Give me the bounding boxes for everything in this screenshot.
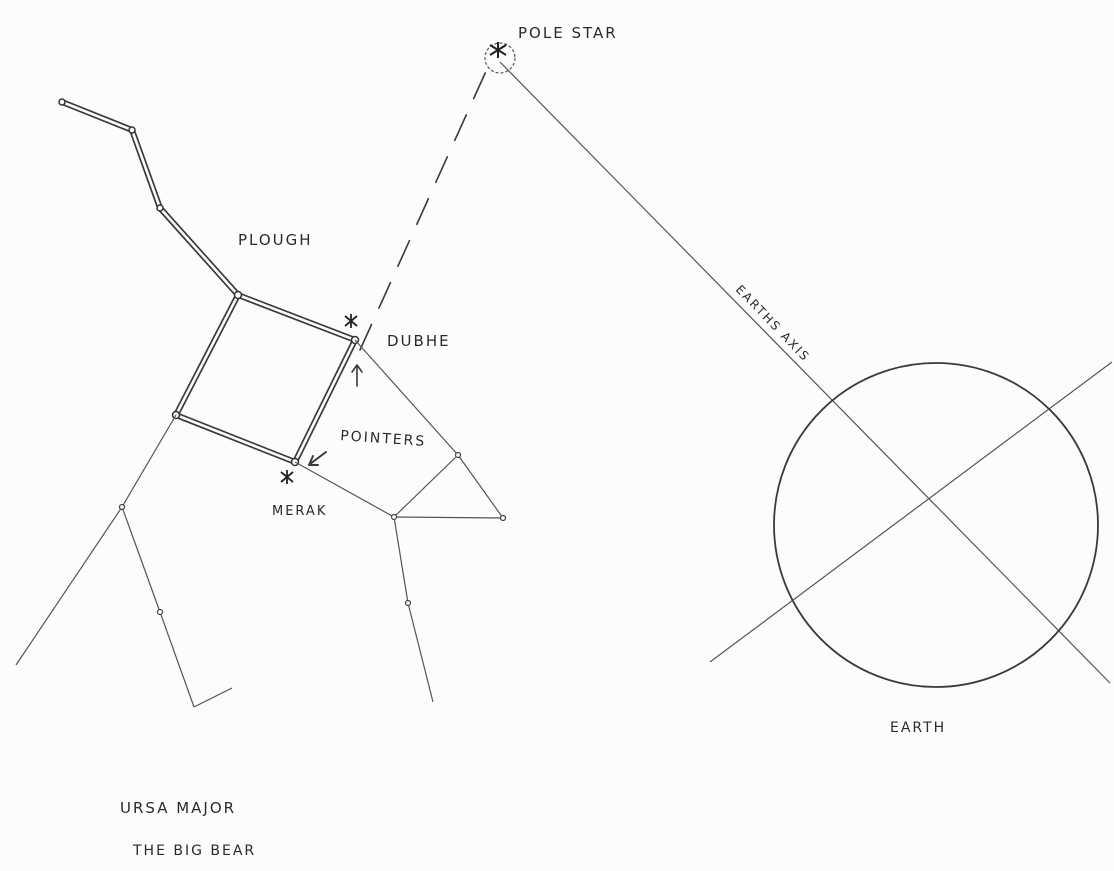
merak-label: MERAK: [272, 504, 327, 519]
pointers-label: POINTERS: [340, 428, 427, 450]
star-asterisk-icon: [345, 314, 357, 328]
leg-joints: [120, 453, 506, 615]
plough-label: PLOUGH: [238, 231, 313, 249]
earth-circle: [774, 363, 1098, 687]
earths-axis-label: EARTHS AXIS: [733, 282, 813, 364]
plough-handle: [62, 102, 238, 295]
arrow-icon: [352, 365, 362, 386]
earth-axis-line: [500, 62, 1110, 683]
star-joints: [59, 99, 359, 466]
arrow-icon: [309, 452, 326, 465]
plough-bowl: [176, 295, 355, 462]
bear-legs: [16, 415, 433, 707]
pole-star-marker: [485, 42, 515, 73]
earth-equator-line: [710, 362, 1112, 662]
star-asterisk-icon: [281, 470, 293, 484]
ursa-major-label: URSA MAJOR: [120, 799, 236, 817]
pole-star-label: POLE STAR: [518, 24, 618, 42]
pointer-dashed-line: [360, 58, 492, 350]
earth-label: EARTH: [890, 720, 946, 736]
big-bear-label: THE BIG BEAR: [132, 843, 256, 859]
bear-head-lines: [295, 340, 503, 518]
dubhe-label: DUBHE: [387, 332, 451, 350]
